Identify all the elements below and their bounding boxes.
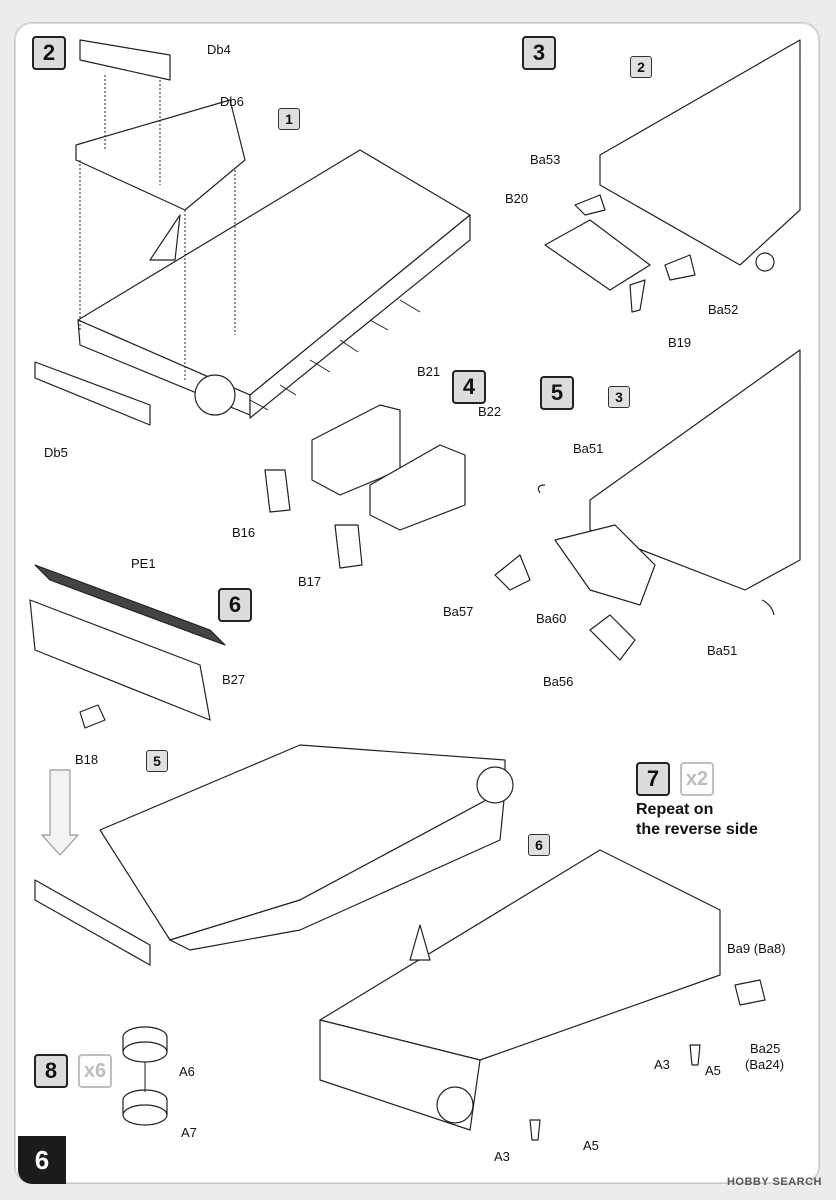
part-label-db4: Db4	[207, 42, 231, 57]
part-label-a7: A7	[181, 1125, 197, 1140]
repeat-note-line2: the reverse side	[636, 821, 758, 838]
page-number: 6	[18, 1136, 66, 1184]
part-label-b22: B22	[478, 404, 502, 419]
wheel-step8-drawing	[122, 1026, 168, 1126]
part-label-ba60: Ba60	[536, 611, 567, 626]
repeat-note-line1: Repeat on	[636, 801, 714, 818]
watermark: HOBBY SEARCH	[726, 1176, 822, 1188]
step-4-box: 4	[452, 370, 486, 404]
multiplier-x6: x6	[78, 1054, 112, 1088]
part-label-ba24: (Ba24)	[745, 1057, 785, 1072]
hull-bottom-left-drawing	[34, 744, 514, 966]
step-5-box: 5	[540, 376, 574, 410]
ref-box-2: 2	[630, 56, 652, 78]
part-label-b20: B20	[505, 191, 529, 206]
part-label-a6: A6	[179, 1064, 195, 1079]
part-label-b19: B19	[668, 335, 692, 350]
part-label-a5-lower: A5	[583, 1138, 599, 1153]
part-label-b27: B27	[222, 672, 246, 687]
ref-box-1: 1	[278, 108, 300, 130]
hull-step7-drawing	[319, 849, 766, 1141]
part-label-ba51-bottom: Ba51	[707, 643, 738, 658]
step-3-box: 3	[522, 36, 556, 70]
hull-step5-drawing	[494, 349, 801, 661]
part-label-b17: B17	[298, 574, 322, 589]
part-label-ba25: Ba25	[750, 1041, 781, 1056]
part-label-ba53: Ba53	[530, 152, 561, 167]
multiplier-x2: x2	[680, 762, 714, 796]
part-label-ba57: Ba57	[443, 604, 474, 619]
part-label-b16: B16	[232, 525, 256, 540]
part-label-pe1: PE1	[131, 556, 156, 571]
part-label-b21: B21	[417, 364, 441, 379]
step-8-box: 8	[34, 1054, 68, 1088]
step-6-box: 6	[218, 588, 252, 622]
ref-box-6: 6	[528, 834, 550, 856]
part-label-a5-upper: A5	[705, 1063, 721, 1078]
part-label-ba56: Ba56	[543, 674, 574, 689]
part-step6-drawing	[29, 564, 226, 729]
step-7-box: 7	[636, 762, 670, 796]
step-2-box: 2	[32, 36, 66, 70]
part-step4-drawing	[264, 404, 466, 569]
part-label-a3-lower: A3	[494, 1149, 510, 1164]
part-label-db5: Db5	[44, 445, 68, 460]
repeat-note: Repeat on the reverse side	[636, 800, 758, 840]
ref-box-5: 5	[146, 750, 168, 772]
ref-box-3: 3	[608, 386, 630, 408]
part-label-b18: B18	[75, 752, 99, 767]
part-label-a3-upper: A3	[654, 1057, 670, 1072]
part-label-db6: Db6	[220, 94, 244, 109]
part-label-ba52: Ba52	[708, 302, 739, 317]
part-label-ba9-ba8: Ba9 (Ba8)	[727, 941, 786, 956]
hull-step3-drawing	[544, 39, 801, 313]
part-label-ba51-top: Ba51	[573, 441, 604, 456]
hull-step2-drawing	[34, 39, 471, 426]
